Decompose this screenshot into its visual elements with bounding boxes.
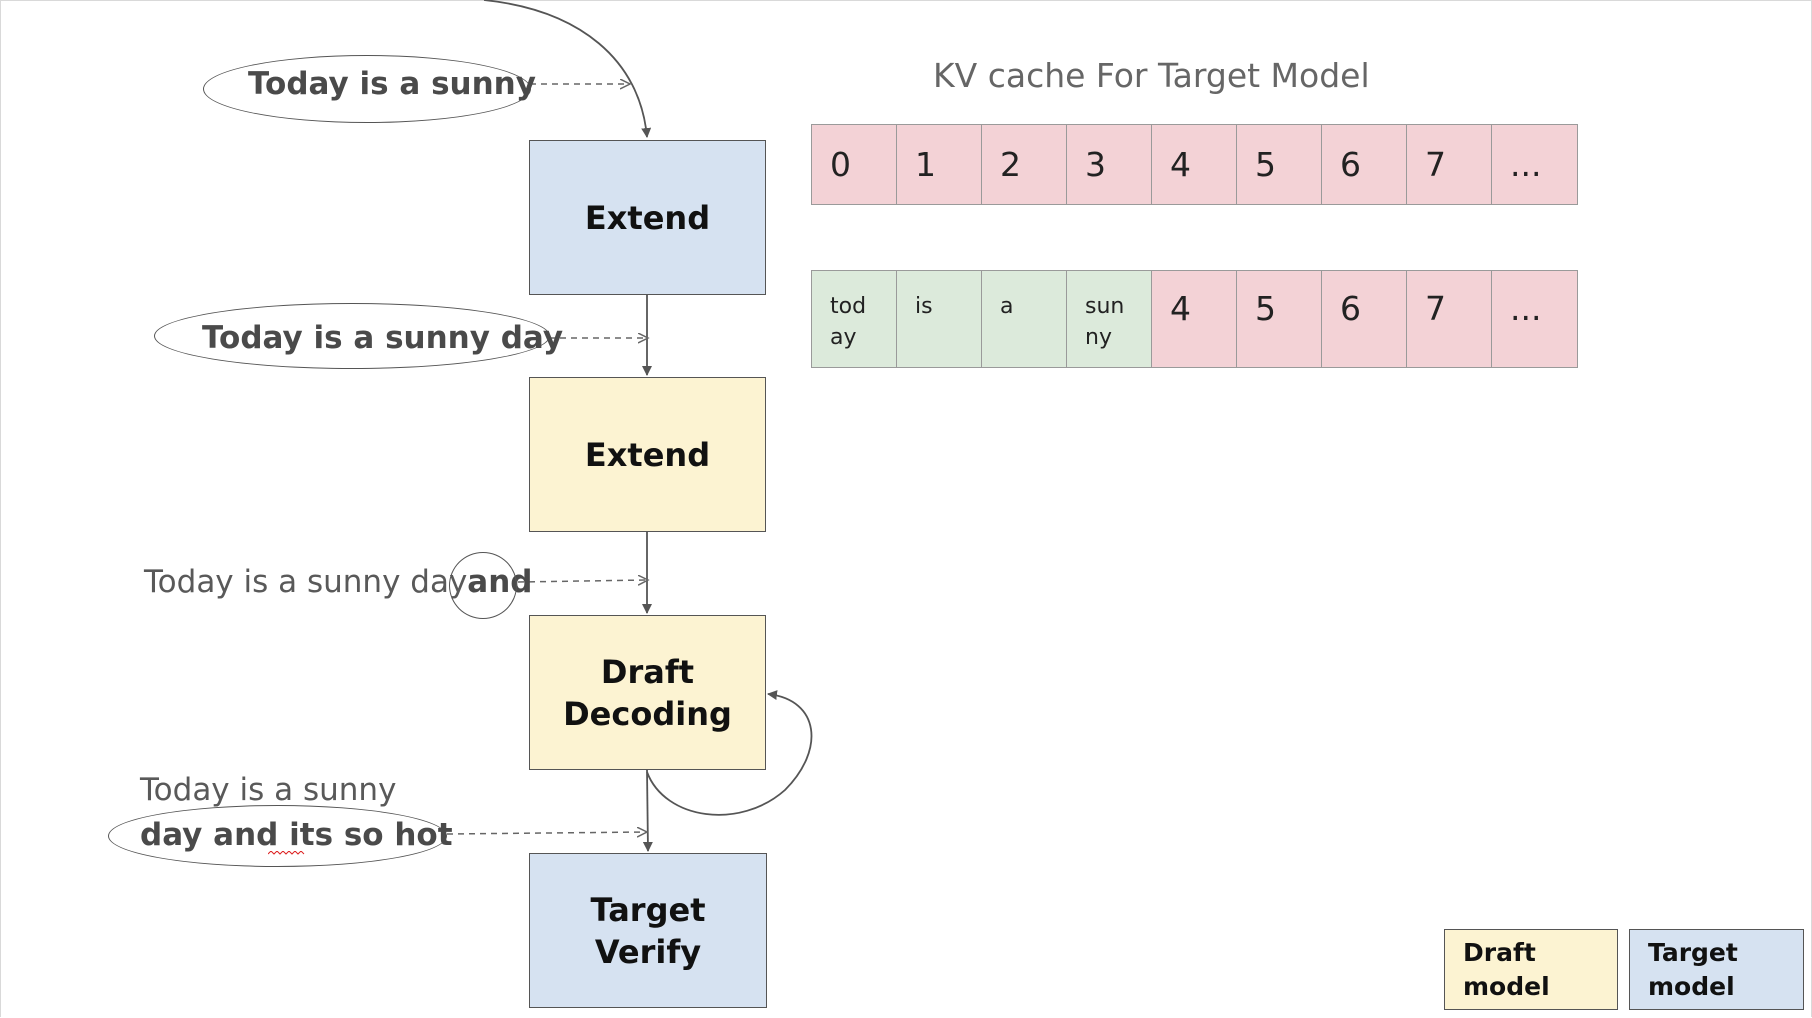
extend-box-draft-label: Extend [584, 435, 711, 474]
kv-slot: 4 [1152, 125, 1237, 204]
label-ellipse-2 [154, 303, 550, 369]
kv-slot: ... [1492, 125, 1577, 204]
kv-slot: 2 [982, 125, 1067, 204]
legend-target-model: Target model [1629, 929, 1804, 1010]
draft-decoding-label: Draft Decoding [563, 652, 732, 733]
entry-arrow [483, 0, 652, 138]
kv-slot: 7 [1407, 125, 1492, 204]
kv-cache-row-filled: tod ay is a sun ny 4 5 6 7 ... [811, 270, 1578, 368]
legend-draft-model: Draft model [1444, 929, 1618, 1010]
kv-slot: 7 [1407, 271, 1492, 367]
kv-cache-title: KV cache For Target Model [933, 56, 1370, 95]
dashed-arrow-4 [446, 832, 647, 834]
kv-slot-filled: tod ay [812, 271, 897, 367]
spellcheck-underline [268, 851, 305, 855]
kv-slot: 5 [1237, 271, 1322, 367]
kv-slot: 4 [1152, 271, 1237, 367]
kv-slot: 3 [1067, 125, 1152, 204]
extend-box-target-label: Extend [584, 198, 711, 237]
kv-slot: 5 [1237, 125, 1322, 204]
extend-box-target: Extend [529, 140, 766, 295]
token-circle [449, 552, 517, 619]
kv-slot-filled: is [897, 271, 982, 367]
draft-decoding-box: Draft Decoding [529, 615, 766, 770]
target-verify-box: Target Verify [529, 853, 767, 1008]
prompt-label-3: Today is a sunny dayand [144, 562, 532, 602]
kv-slot: ... [1492, 271, 1577, 367]
prompt-label-2: Today is a sunny day [202, 320, 564, 356]
label-ellipse-4 [108, 805, 447, 867]
prompt-label-4-line2: day and its so hot [140, 817, 453, 853]
kv-slot-filled: sun ny [1067, 271, 1152, 367]
arrow-draft-to-verify [642, 769, 653, 852]
target-verify-label: Target Verify [590, 890, 706, 971]
kv-slot-filled: a [982, 271, 1067, 367]
kv-slot: 6 [1322, 271, 1407, 367]
prompt-label-4-line1: Today is a sunny [140, 772, 397, 808]
dashed-arrow-3 [517, 580, 648, 582]
kv-slot: 1 [897, 125, 982, 204]
prompt-label-1: Today is a sunny [248, 66, 536, 102]
kv-slot: 6 [1322, 125, 1407, 204]
extend-box-draft: Extend [529, 377, 766, 532]
label-ellipse-1 [203, 55, 531, 123]
draft-self-loop [646, 690, 813, 816]
kv-slot: 0 [812, 125, 897, 204]
kv-cache-row-empty: 0 1 2 3 4 5 6 7 ... [811, 124, 1578, 205]
prompt-label-3-text: Today is a sunny day [144, 564, 468, 600]
